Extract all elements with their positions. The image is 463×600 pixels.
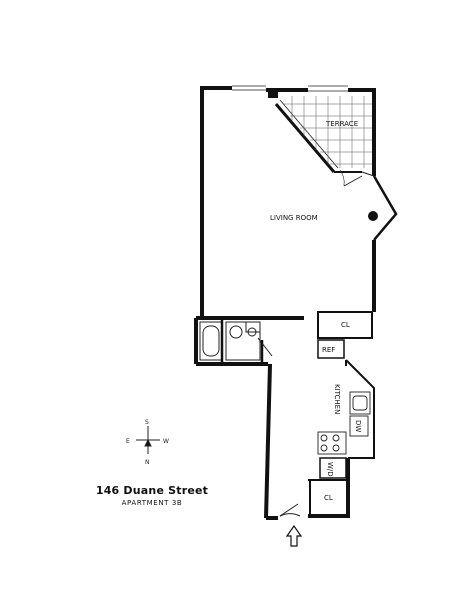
entry-arrow <box>285 524 303 547</box>
bathroom <box>199 321 273 361</box>
windows <box>232 85 348 92</box>
upper-closet <box>317 311 373 339</box>
compass <box>136 426 160 454</box>
kitchen-fixtures <box>317 391 371 455</box>
closet-upper-label: CL <box>341 321 350 329</box>
bay-bump <box>372 175 398 241</box>
apartment-unit: APARTMENT 3B <box>121 499 183 507</box>
refrigerator-box <box>317 339 345 359</box>
compass-west-label: W <box>163 438 169 445</box>
living-room-label: LIVING ROOM <box>270 214 318 222</box>
dishwasher-label: DW <box>354 420 362 432</box>
exterior-walls <box>194 86 376 520</box>
entry-door <box>279 503 301 517</box>
compass-north-label: N <box>145 459 150 466</box>
washer-box <box>319 457 347 479</box>
closet-lower-label: CL <box>324 494 333 502</box>
lower-closet <box>308 479 348 516</box>
compass-south-label: S <box>145 419 149 426</box>
refrigerator-label: REF <box>322 346 335 354</box>
washer-label: W/D <box>326 462 334 477</box>
terrace-label: TERRACE <box>325 120 358 128</box>
kitchen-area <box>345 359 375 459</box>
terrace-area <box>268 88 375 187</box>
kitchen-label: KITCHEN <box>333 384 341 414</box>
column <box>368 211 378 221</box>
compass-east-label: E <box>126 438 130 445</box>
address-block: 146 Duane Street APARTMENT 3B <box>72 484 232 507</box>
bathroom-partition <box>220 318 264 364</box>
address-title: 146 Duane Street <box>95 484 209 497</box>
